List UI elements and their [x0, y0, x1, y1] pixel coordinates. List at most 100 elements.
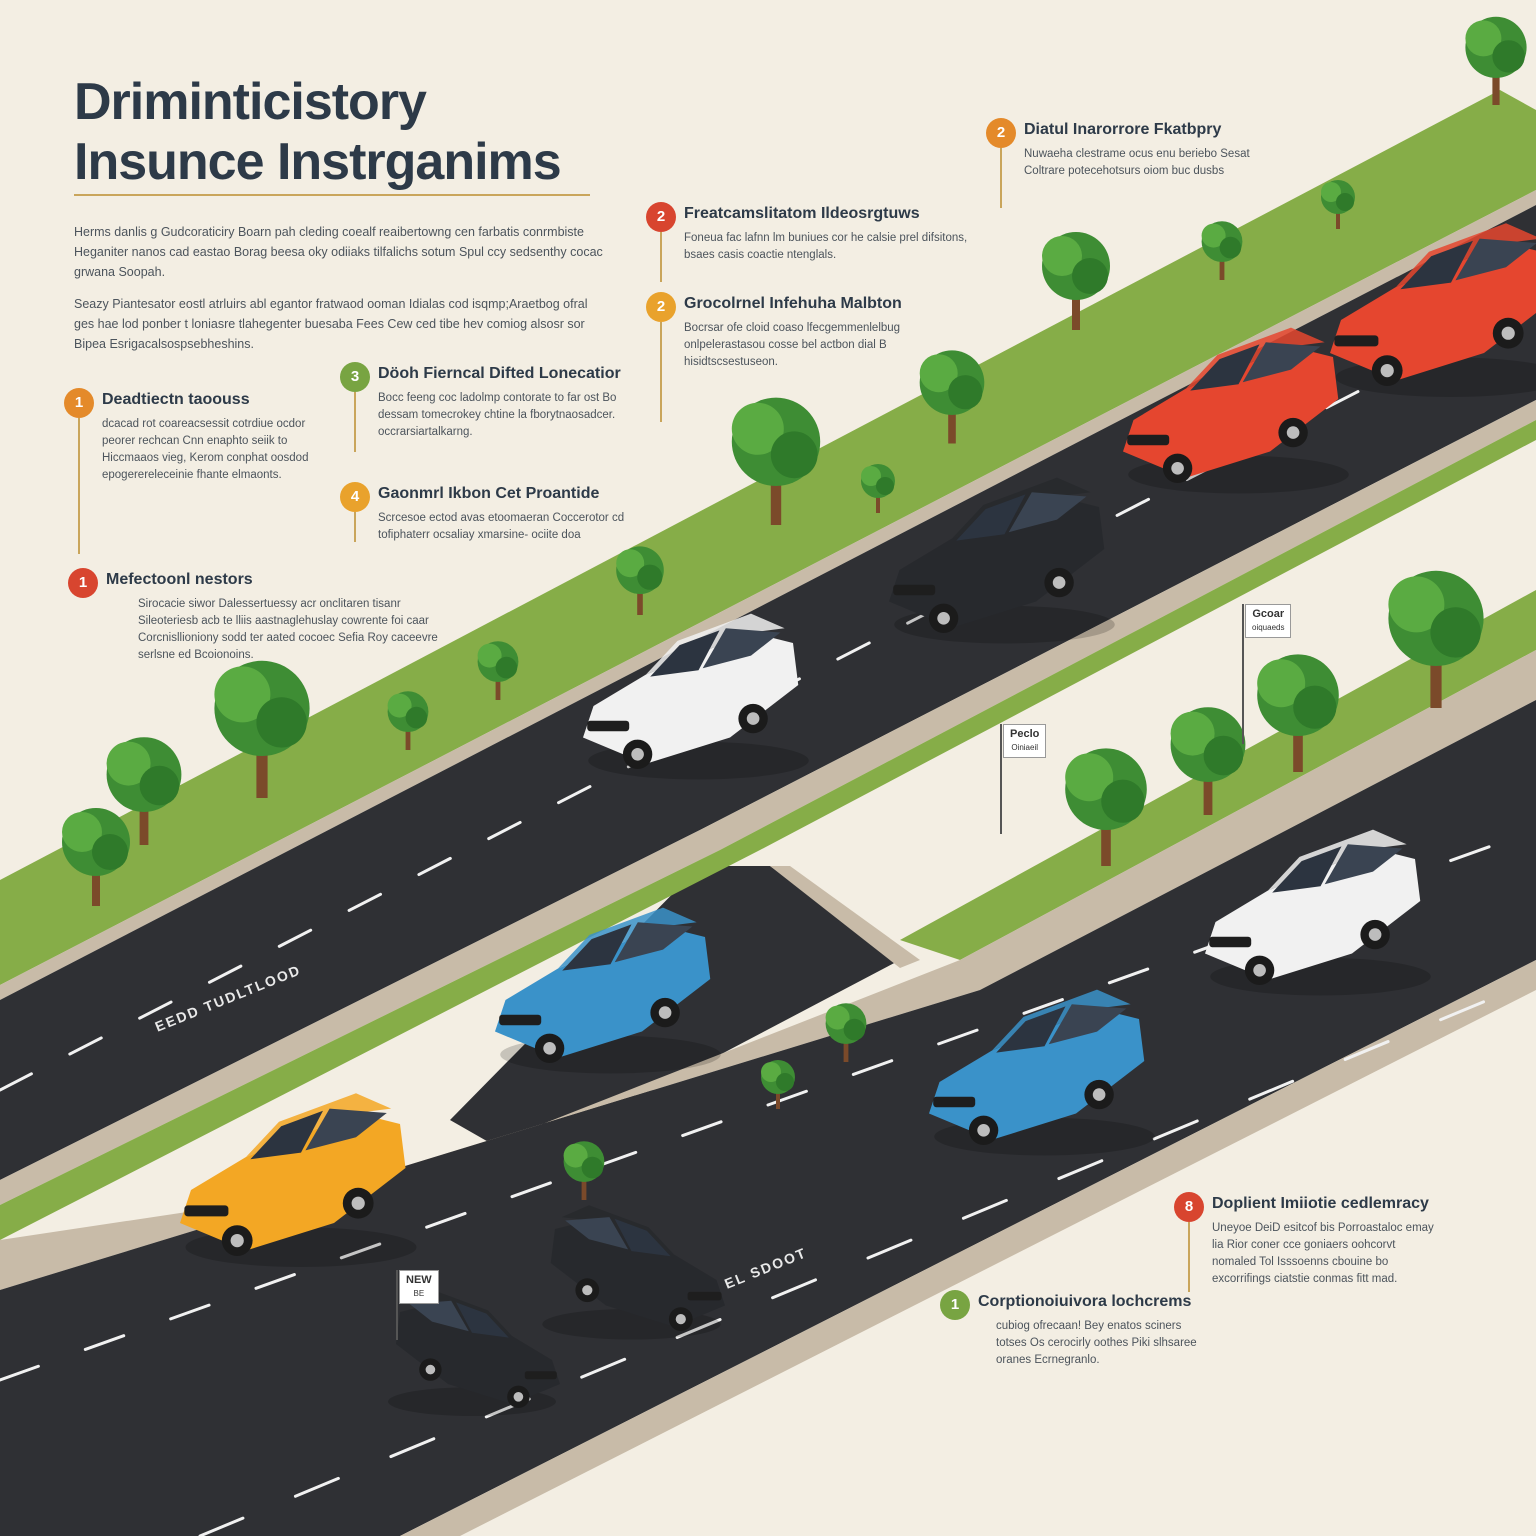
tree-canopy-shade	[1336, 193, 1354, 211]
lower-lane-dash	[681, 1120, 723, 1138]
lower-lane-dash	[1439, 1000, 1486, 1022]
car-hubcap	[1286, 426, 1300, 439]
car-windshield	[1272, 846, 1342, 893]
upper-lane-dash	[557, 785, 592, 805]
tree-canopy-shade	[1203, 735, 1244, 776]
bottom-road-shoulder	[400, 960, 1536, 1536]
lower-lane-dash	[1248, 1079, 1295, 1101]
callout-heading: Döoh Fierncal Difted Lonecatior	[378, 365, 621, 382]
callout-heading: Diatul Inarorrore Fkatbpry	[1024, 121, 1222, 138]
tree	[919, 350, 985, 444]
tree-trunk	[770, 460, 782, 525]
callout-heading: Deadtiectn taoouss	[102, 391, 250, 408]
lower-lane-dash	[1152, 1119, 1199, 1141]
car-windshield	[956, 494, 1026, 541]
lower-lane-dash	[254, 1273, 296, 1290]
tree	[477, 641, 519, 700]
car-side-window	[1242, 342, 1321, 383]
tree-canopy-highlight	[387, 693, 412, 718]
tree-canopy-highlight	[1170, 711, 1215, 756]
tree	[1321, 180, 1355, 229]
car	[180, 1093, 417, 1267]
lower-lane-dash	[675, 1318, 722, 1339]
tree	[387, 691, 429, 750]
car-body	[929, 1008, 1145, 1140]
upper-grass-strip	[0, 90, 1536, 985]
lower-road	[0, 700, 1536, 1536]
callout-text: Bocrsar ofe cloid coaso lfecgemmenlelbug…	[684, 322, 901, 368]
sign-title: NEW	[406, 1274, 432, 1286]
lower-lane-dash	[766, 1089, 808, 1107]
car-windshield	[1190, 344, 1260, 391]
tree	[761, 1060, 795, 1109]
car	[889, 477, 1115, 644]
tree-trunk	[948, 396, 956, 444]
tree	[1201, 221, 1243, 280]
car	[1205, 829, 1431, 996]
car-hubcap	[425, 1364, 436, 1375]
car-hubcap	[937, 612, 950, 625]
car-windshield	[562, 924, 632, 971]
car-windshield	[996, 1006, 1066, 1053]
tree-canopy-shade	[495, 656, 518, 679]
tree	[62, 808, 130, 906]
car-body	[180, 1113, 406, 1251]
car-grille	[893, 584, 936, 596]
lower-lane-dash	[339, 1242, 382, 1260]
tree	[1170, 707, 1246, 815]
lower-lane-dash	[0, 1364, 40, 1382]
lower-lane-dash	[937, 1028, 979, 1046]
callout-heading: Grocolrnel Infehuha Malbton	[684, 295, 902, 312]
tree-canopy-shade	[770, 431, 818, 479]
car-hubcap	[351, 1196, 365, 1210]
car-side-window	[1008, 492, 1087, 533]
tree-trunk	[256, 728, 268, 798]
upper-road-shoulder	[0, 190, 1536, 1000]
car-side-window	[1324, 844, 1403, 885]
tree	[1065, 748, 1147, 866]
callout-text: cubiog ofrecaan! Bey enatos sciners tots…	[996, 1320, 1197, 1366]
tree	[1042, 232, 1110, 330]
car-hubcap	[1253, 964, 1266, 977]
lower-road-shoulder	[0, 650, 1536, 1290]
car-grille	[687, 1291, 722, 1301]
car-side-window	[1455, 238, 1536, 281]
tree-canopy-highlight	[861, 466, 881, 486]
tree	[1257, 654, 1339, 772]
callout-number-badge: 1	[68, 568, 98, 598]
callout-stem	[1188, 1222, 1190, 1292]
tree-canopy-highlight	[731, 402, 784, 455]
upper-lane-dash	[1325, 390, 1360, 410]
car-windshield	[456, 1302, 509, 1338]
lower-lane-dash	[169, 1303, 211, 1321]
tree-trunk	[1430, 638, 1442, 708]
tree-canopy-highlight	[477, 643, 502, 668]
car-windshield	[1400, 240, 1473, 290]
on-ramp-curb	[770, 866, 920, 968]
car-grille	[1209, 936, 1252, 948]
car-hubcap	[977, 1124, 990, 1137]
tree	[616, 546, 664, 615]
callout-text: Uneyoe DeiD esitcof bis Porroastaloc ema…	[1212, 1222, 1434, 1285]
lower-lane-dash	[293, 1476, 340, 1498]
tree	[563, 1141, 605, 1200]
tree	[861, 464, 895, 513]
car-hubcap	[1380, 364, 1394, 378]
lower-lane-dash	[83, 1334, 126, 1351]
upper-lane-dash	[138, 1000, 173, 1020]
tree	[214, 660, 310, 798]
title-line-2: Insunce Instrganims	[74, 133, 562, 191]
car-windshield	[614, 1218, 671, 1257]
car-hubcap	[582, 1285, 593, 1296]
tree	[1465, 16, 1527, 105]
tree-trunk	[1293, 712, 1303, 772]
car-hubcap	[658, 1006, 672, 1019]
car-hubcap	[675, 1314, 686, 1325]
tree	[731, 397, 821, 525]
car-side-window	[1048, 1004, 1127, 1045]
tree-trunk	[776, 1084, 780, 1109]
tree-trunk	[581, 1170, 587, 1200]
car-hubcap	[1368, 928, 1382, 941]
upper-lane-dash	[0, 1072, 33, 1092]
